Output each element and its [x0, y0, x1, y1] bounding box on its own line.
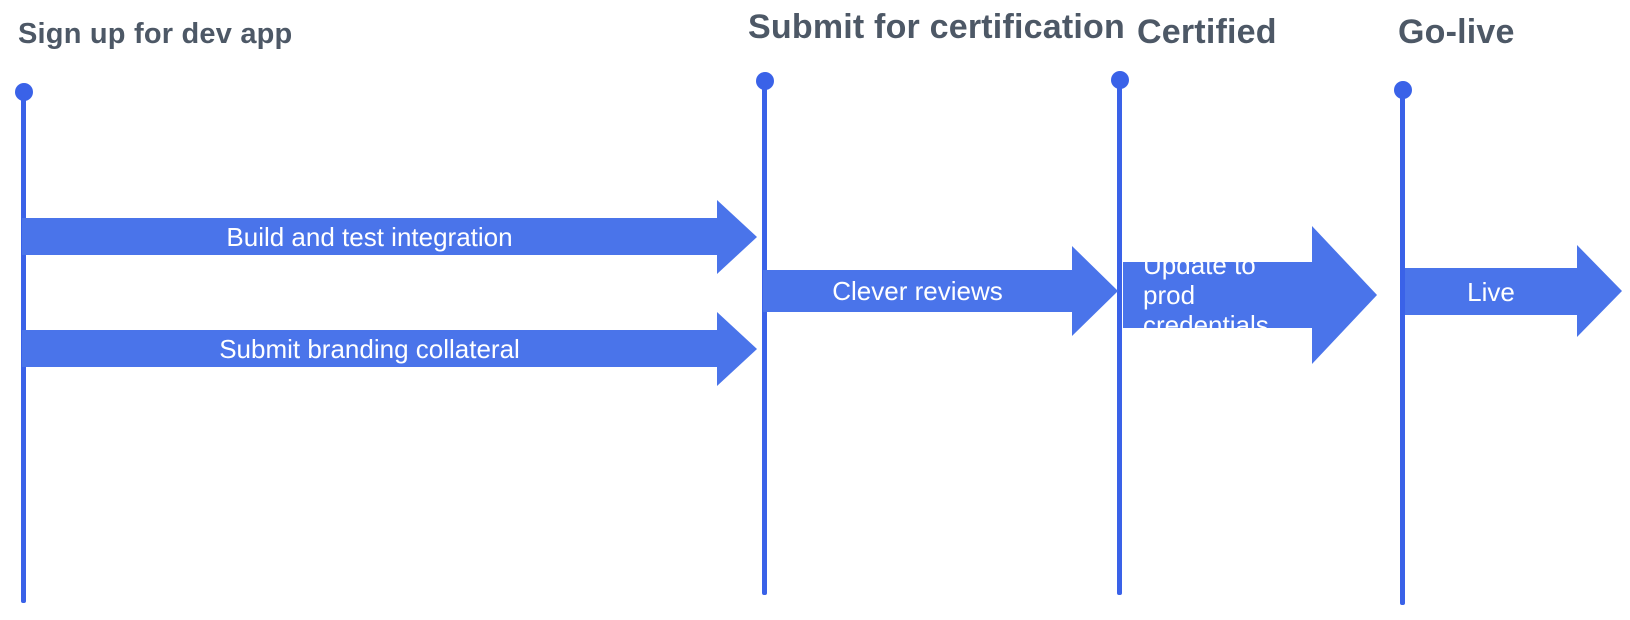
task-arrow-body: Live	[1405, 268, 1577, 315]
arrow-head-icon	[1072, 246, 1118, 336]
arrow-head-icon	[717, 200, 757, 274]
arrow-head-icon	[717, 312, 757, 386]
task-arrow-body: Build and test integration	[22, 218, 717, 255]
milestone-title: Certified	[1137, 13, 1277, 51]
task-label: Live	[1467, 276, 1515, 307]
task-label: Clever reviews	[832, 276, 1003, 306]
task-arrow-body: Submit branding collateral	[22, 330, 717, 367]
task-label: Update to prod credentials	[1143, 250, 1269, 340]
milestone-line	[1400, 90, 1405, 605]
task-label: Build and test integration	[226, 221, 513, 252]
task-label: Submit branding collateral	[219, 333, 520, 364]
task-arrow-body: Update to prod credentials	[1123, 250, 1312, 340]
arrow-head-icon	[1577, 245, 1622, 337]
arrow-head-icon	[1312, 226, 1377, 364]
task-arrow-body: Clever reviews	[763, 270, 1072, 312]
milestone-line	[1117, 80, 1122, 595]
milestone-line	[762, 81, 767, 595]
milestone-title: Go-live	[1398, 13, 1515, 51]
milestone-title: Sign up for dev app	[18, 18, 293, 50]
milestone-title: Submit for certification	[748, 8, 1125, 46]
